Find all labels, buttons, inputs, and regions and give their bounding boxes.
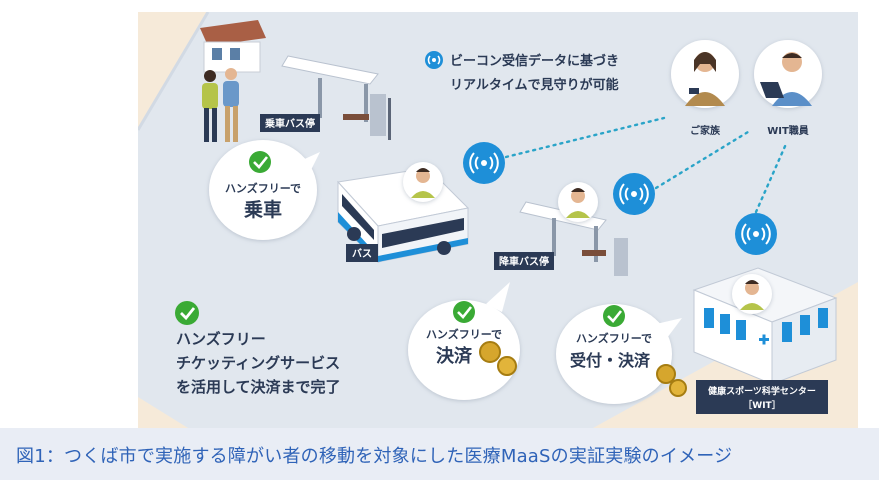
wit-staff-label: WIT職員 <box>767 124 809 137</box>
svg-text:ハンズフリーで: ハンズフリーで <box>426 327 502 341</box>
family-avatar <box>671 40 739 108</box>
maas-illustration: 乗車バス停 ハンズフリーで 乗車 バス <box>138 12 858 428</box>
svg-text:降車バス停: 降車バス停 <box>499 255 549 268</box>
speech-bubble-reception: ハンズフリーで 受付・決済 <box>556 304 682 404</box>
svg-text:を活用して決済まで完了: を活用して決済まで完了 <box>176 378 341 396</box>
boarding-bus-shelter <box>281 55 391 140</box>
alighting-stop-label: 降車バス停 <box>494 252 554 270</box>
beacon-signal-icon-stop <box>613 173 655 215</box>
svg-text:決済: 決済 <box>436 345 473 367</box>
svg-text:乗車: 乗車 <box>244 198 282 221</box>
road-edge-line <box>138 12 210 131</box>
coin-icons-reception <box>656 364 687 397</box>
passenger-avatar-bus <box>403 162 443 202</box>
beacon-signal-icon-bus <box>463 142 505 184</box>
caption-bar: 図1：つくば市で実施する障がい者の移動を対象にした医療MaaSの実証実験のイメー… <box>0 428 879 480</box>
speech-bubble-pay: ハンズフリーで 決済 <box>408 282 520 400</box>
check-icon <box>603 305 625 327</box>
check-icon <box>249 151 271 173</box>
svg-text:［WIT］: ［WIT］ <box>743 399 780 411</box>
alighting-passenger-avatar <box>558 182 598 222</box>
family-label: ご家族 <box>690 124 721 137</box>
summary-block: ハンズフリー チケッティングサービス を活用して決済まで完了 <box>175 301 341 396</box>
check-icon <box>453 301 475 323</box>
svg-text:ハンズフリーで: ハンズフリーで <box>225 181 301 195</box>
svg-text:ハンズフリーで: ハンズフリーで <box>576 331 652 345</box>
svg-text:受付・決済: 受付・決済 <box>570 351 651 370</box>
wit-staff-avatar <box>754 40 822 108</box>
check-icon <box>175 301 199 325</box>
wit-center-label: 健康スポーツ科学センター ［WIT］ <box>696 380 828 414</box>
svg-text:健康スポーツ科学センター: 健康スポーツ科学センター <box>708 385 816 397</box>
svg-text:バス: バス <box>352 248 372 260</box>
figure-caption: 図1：つくば市で実施する障がい者の移動を対象にした医療MaaSの実証実験のイメー… <box>16 446 733 467</box>
center-visitor-avatar <box>732 274 772 314</box>
coin-icons-pay <box>479 341 517 376</box>
beacon-signal-icon-center <box>735 213 777 255</box>
boarding-stop-label: 乗車バス停 <box>260 114 320 132</box>
walking-people <box>202 68 239 142</box>
svg-text:チケッティングサービス: チケッティングサービス <box>176 354 340 372</box>
svg-text:ビーコン受信データに基づき: ビーコン受信データに基づき <box>450 53 619 69</box>
svg-text:ハンズフリー: ハンズフリー <box>176 330 266 348</box>
beacon-note: ビーコン受信データに基づき リアルタイムで見守りが可能 <box>425 51 619 93</box>
house <box>200 20 266 73</box>
speech-bubble-board: ハンズフリーで 乗車 <box>209 140 320 240</box>
svg-text:リアルタイムで見守りが可能: リアルタイムで見守りが可能 <box>450 77 619 93</box>
connection-lines <box>504 116 788 214</box>
bus-label: バス <box>346 244 378 262</box>
svg-text:乗車バス停: 乗車バス停 <box>264 117 315 130</box>
